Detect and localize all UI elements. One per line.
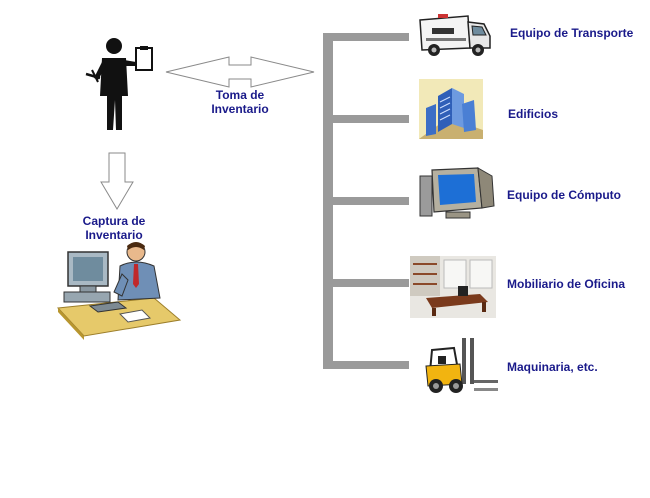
double-arrow-icon [165,55,315,89]
category-label-machinery: Maquinaria, etc. [507,360,598,374]
category-bracket [323,33,409,369]
computer-icon [418,166,496,220]
category-label-transport: Equipo de Transporte [510,26,634,40]
ambulance-icon [418,12,494,58]
category-label-office-furniture: Mobiliario de Oficina [507,277,626,291]
inventory-person-icon [78,34,158,134]
category-label-buildings: Edificios [508,107,559,121]
buildings-icon [418,78,484,140]
inventory-taking-label: Toma de Inventario [211,88,269,116]
down-arrow-icon [100,152,134,210]
forklift-icon [424,334,500,396]
category-label-computing: Equipo de Cómputo [507,188,621,202]
data-capture-clerk-icon [56,236,182,340]
office-furniture-icon [410,256,496,318]
capture-label: Captura de Inventario [82,214,146,242]
